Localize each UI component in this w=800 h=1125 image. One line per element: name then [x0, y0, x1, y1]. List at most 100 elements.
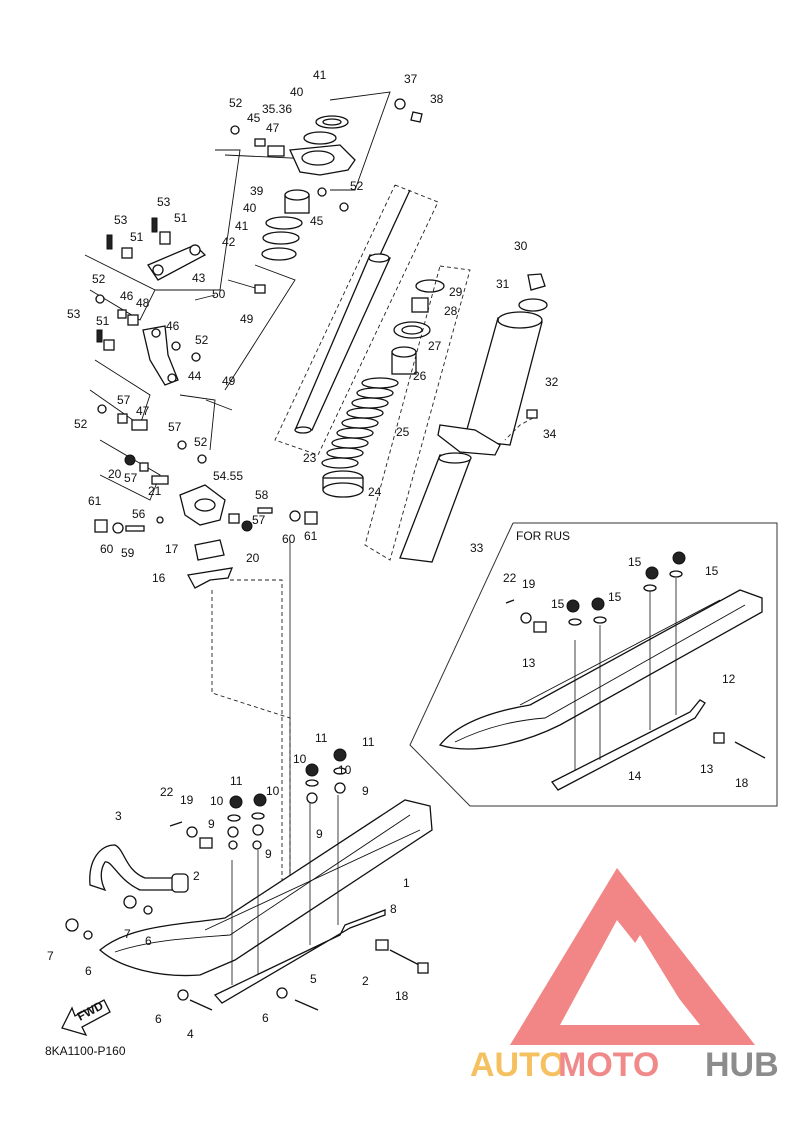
callout-3: 3	[115, 809, 122, 823]
watermark-text-hub: HUB	[705, 1046, 779, 1084]
callout-51-3: 51	[96, 314, 110, 328]
callout-20: 20	[108, 467, 122, 481]
callout-18-2: 18	[735, 776, 749, 790]
callout-4: 4	[187, 1027, 194, 1041]
callout-15-4: 15	[705, 564, 719, 578]
callout-21: 21	[148, 484, 162, 498]
callout-13: 13	[522, 656, 536, 670]
callout-22-2: 22	[503, 571, 517, 585]
callout-27: 27	[428, 339, 442, 353]
callout-32: 32	[545, 375, 559, 389]
callout-40-2: 40	[243, 201, 257, 215]
callout-5: 5	[310, 972, 317, 986]
callout-51-2: 51	[130, 230, 144, 244]
callout-40: 40	[290, 85, 304, 99]
callout-53-2: 53	[114, 213, 128, 227]
callout-9: 9	[208, 817, 215, 831]
steering-linkage-group	[84, 91, 423, 589]
callout-60: 60	[100, 542, 114, 556]
callout-14: 14	[628, 769, 642, 783]
inset-for-rus: FOR RUS	[409, 522, 778, 807]
fwd-arrow: FWD	[61, 998, 111, 1037]
watermark-text-moto: MOTO	[558, 1046, 659, 1084]
callout-15-2: 15	[551, 597, 565, 611]
callout-8: 8	[390, 902, 397, 916]
callout-17: 17	[165, 542, 179, 556]
callout-31: 31	[496, 277, 510, 291]
callout-41: 41	[313, 68, 327, 82]
ski-main-group	[65, 748, 433, 1011]
callout-52-4: 52	[195, 333, 209, 347]
callout-52-6: 52	[194, 435, 208, 449]
spring-25	[321, 377, 399, 469]
callout-37: 37	[404, 72, 418, 86]
callout-52: 52	[229, 96, 243, 110]
callout-6-2: 6	[145, 934, 152, 948]
callout-23: 23	[303, 451, 317, 465]
callout-41-2: 41	[235, 219, 249, 233]
callout-16: 16	[152, 571, 166, 585]
callout-11: 11	[230, 774, 243, 788]
callout-51: 51	[174, 211, 188, 225]
callout-13-2: 13	[700, 762, 714, 776]
callout-20-2: 20	[246, 551, 260, 565]
callout-7: 7	[47, 949, 54, 963]
callout-49-2: 49	[222, 374, 236, 388]
callout-9-4: 9	[362, 784, 369, 798]
callout-58: 58	[255, 488, 269, 502]
callout-61: 61	[88, 494, 102, 508]
callout-57: 57	[117, 393, 131, 407]
callout-53: 53	[157, 195, 171, 209]
callout-10: 10	[210, 794, 224, 808]
callout-11-2: 11	[315, 731, 328, 745]
callout-52-3: 52	[92, 272, 106, 286]
callout-2: 2	[193, 869, 200, 883]
callout-42: 42	[222, 235, 236, 249]
callout-34: 34	[543, 427, 557, 441]
callout-46-2: 46	[166, 319, 180, 333]
callout-47-2: 47	[136, 404, 150, 418]
callout-9-3: 9	[316, 827, 323, 841]
callout-19: 19	[180, 793, 194, 807]
callout-6-4: 6	[262, 1011, 269, 1025]
callout-24: 24	[368, 485, 382, 499]
callout-25: 25	[396, 425, 410, 439]
callout-29: 29	[449, 285, 463, 299]
callout-45: 45	[247, 111, 261, 125]
callout-56: 56	[132, 507, 146, 521]
callout-57-4: 57	[252, 513, 266, 527]
callout-2-2: 2	[362, 974, 369, 988]
callout-50: 50	[212, 287, 226, 301]
callout-46: 46	[120, 289, 134, 303]
callout-60-2: 60	[282, 532, 296, 546]
callout-39: 39	[250, 184, 264, 198]
callout-43: 43	[192, 271, 206, 285]
callout-26: 26	[413, 369, 427, 383]
callout-7-2: 7	[124, 927, 131, 941]
callout-18: 18	[395, 989, 409, 1003]
callout-44: 44	[188, 369, 202, 383]
callout-10-3: 10	[293, 752, 307, 766]
watermark-logo: AUTO MOTO HUB	[470, 868, 779, 1084]
callout-52-2: 52	[350, 179, 364, 193]
shock-covers-group	[399, 273, 548, 563]
watermark-triangle-icon	[510, 868, 755, 1045]
callout-45-2: 45	[310, 214, 324, 228]
callout-22: 22	[160, 785, 174, 799]
callout-52-5: 52	[74, 417, 88, 431]
callout-30: 30	[514, 239, 528, 253]
callout-15: 15	[628, 555, 642, 569]
callout-61-2: 61	[304, 529, 318, 543]
callout-48: 48	[136, 296, 150, 310]
callout-35-36: 35.36	[262, 102, 292, 116]
callout-57-2: 57	[168, 420, 182, 434]
shock-absorber-group	[274, 184, 471, 561]
callout-57-3: 57	[124, 471, 138, 485]
inset-title: FOR RUS	[516, 529, 570, 543]
callout-9-2: 9	[265, 847, 272, 861]
callout-11-3: 11	[362, 735, 375, 749]
nut-stacks	[227, 748, 347, 850]
callout-6-3: 6	[155, 1012, 162, 1026]
